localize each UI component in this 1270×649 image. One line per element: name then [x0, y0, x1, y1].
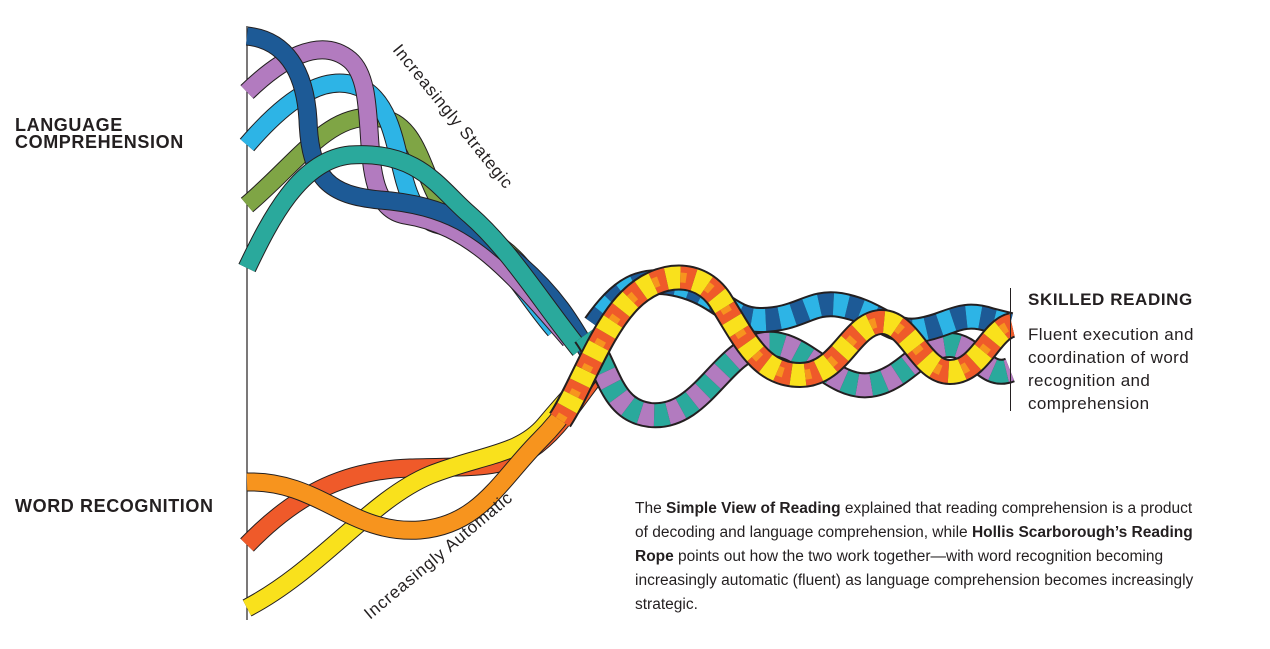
skilled-reading-title: SKILLED READING: [1028, 290, 1193, 309]
caption-bold-reading-rope: Hollis Scarborough’s Reading Rope: [635, 524, 1193, 565]
strand-purple-fill: [241, 41, 577, 346]
strand-teal-fill: [239, 146, 587, 356]
strand-red-orange: [240, 363, 608, 552]
strand-red-orange-fill: [240, 364, 607, 551]
caption-bold-simple-view: Simple View of Reading: [666, 500, 841, 517]
rope-cool-strand: [574, 269, 1015, 429]
skilled-reading-description: Fluent execution and coordination of wor…: [1028, 325, 1194, 413]
language-comprehension-label: LANGUAGE COMPREHENSION: [15, 115, 184, 152]
skilled-reading-divider: [1010, 288, 1011, 411]
language-comprehension-strands: [238, 26, 599, 360]
caption-text-3: points out how the two work together—wit…: [635, 548, 1194, 613]
caption-paragraph: The Simple View of Reading explained tha…: [635, 497, 1195, 617]
rope-warm-strand: [549, 264, 1017, 428]
caption-text-2: explained that reading comprehension is …: [635, 500, 1193, 541]
word-recognition-label: WORD RECOGNITION: [15, 496, 214, 516]
caption-text-1: The: [635, 500, 667, 517]
